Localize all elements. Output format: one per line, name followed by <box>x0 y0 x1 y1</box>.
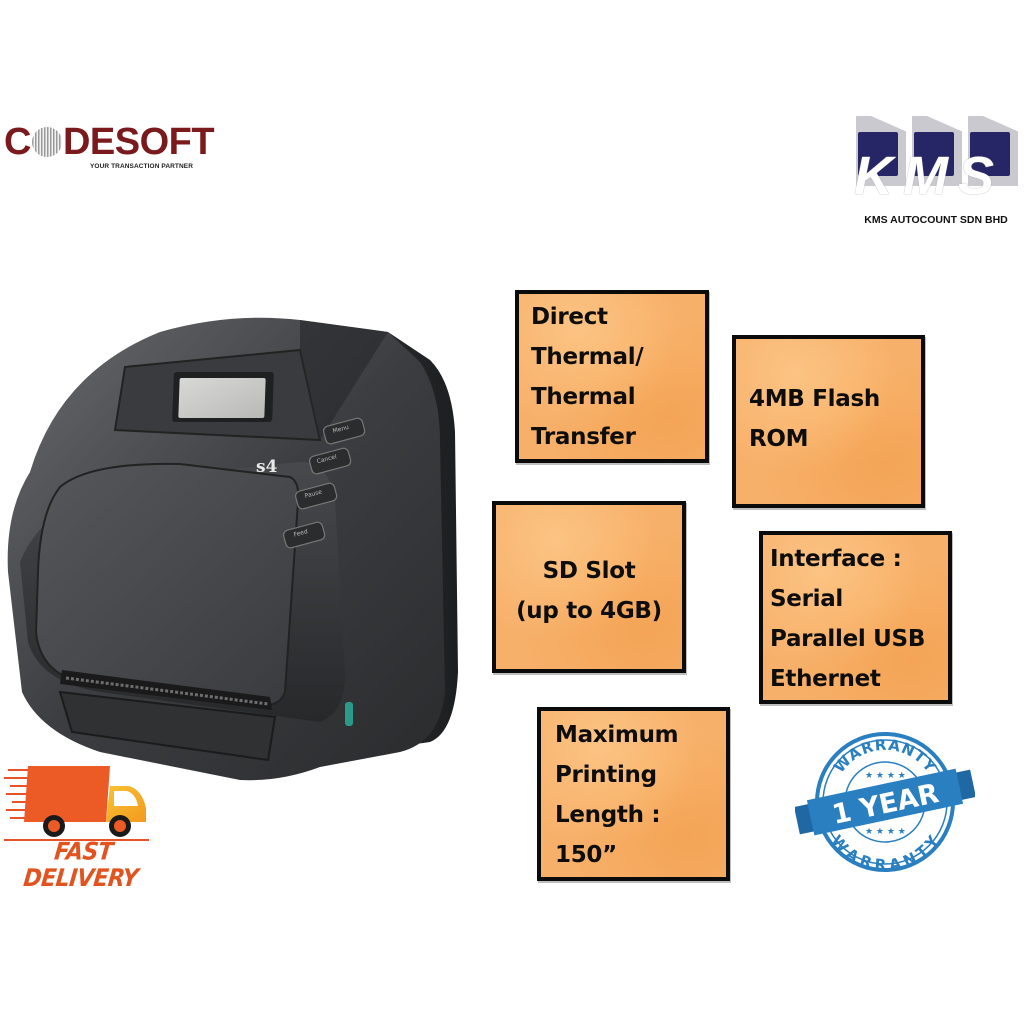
warranty-bottom-text: WARRANTY <box>828 831 942 874</box>
feature-box-sd-slot: SD Slot (up to 4GB) <box>492 501 686 673</box>
feed-button-label: Feed <box>293 528 309 539</box>
codesoft-wordmark: C DESOFT <box>4 121 215 163</box>
feature-text: Direct Thermal/ Thermal Transfer <box>531 304 644 450</box>
feature-box-flash-rom: 4MB Flash ROM <box>732 335 925 508</box>
svg-text:WARRANTY: WARRANTY <box>828 831 943 874</box>
barcode-disc-icon <box>31 127 62 157</box>
fast-delivery-text: FAST DELIVERY <box>22 838 140 893</box>
svg-text:★ ★ ★ ★: ★ ★ ★ ★ <box>865 827 906 837</box>
feature-box-print-method: Direct Thermal/ Thermal Transfer <box>515 290 709 463</box>
kms-company-name: KMS AUTOCOUNT SDN BHD <box>864 214 1008 226</box>
kms-tile <box>852 116 906 190</box>
codesoft-letters: DESOFT <box>62 121 215 163</box>
menu-button-label: Menu <box>332 424 350 435</box>
feature-text: Maximum Printing Length : 150” <box>555 722 679 868</box>
codesoft-logo: C DESOFT YOUR TRANSACTION PARTNER <box>4 121 215 174</box>
kms-tile <box>908 116 962 190</box>
feature-text: Interface : Serial Parallel USB Ethernet <box>770 546 926 692</box>
pause-button-label: Pause <box>304 488 323 499</box>
feature-text: SD Slot (up to 4GB) <box>516 558 662 624</box>
kms-letters: KMS <box>854 146 1004 206</box>
codesoft-letter-c: C <box>4 121 31 163</box>
feature-text: 4MB Flash ROM <box>749 386 880 452</box>
warranty-stamp-icon: WARRANTY WARRANTY ★ ★ ★ ★ ★ ★ ★ ★ 1 YEAR <box>794 732 976 874</box>
warranty-badge: WARRANTY WARRANTY ★ ★ ★ ★ ★ ★ ★ ★ 1 YEAR <box>794 722 976 877</box>
kms-tile <box>964 116 1018 190</box>
label-printer-image: s4 Menu Cancel Pause Feed <box>0 312 470 797</box>
codesoft-tagline: YOUR TRANSACTION PARTNER <box>90 163 194 170</box>
model-label: s4 <box>256 457 278 477</box>
kms-logo: KMS KMS AUTOCOUNT SDN BHD <box>850 116 1022 234</box>
printer-buttons: Menu Cancel Pause Feed <box>283 417 366 549</box>
fast-delivery-badge: FAST DELIVERY <box>4 760 154 905</box>
svg-text:★ ★ ★ ★: ★ ★ ★ ★ <box>865 771 906 781</box>
feature-box-max-length: Maximum Printing Length : 150” <box>537 707 730 881</box>
delivery-truck-icon <box>4 766 149 841</box>
feature-box-interface: Interface : Serial Parallel USB Ethernet <box>759 531 952 704</box>
